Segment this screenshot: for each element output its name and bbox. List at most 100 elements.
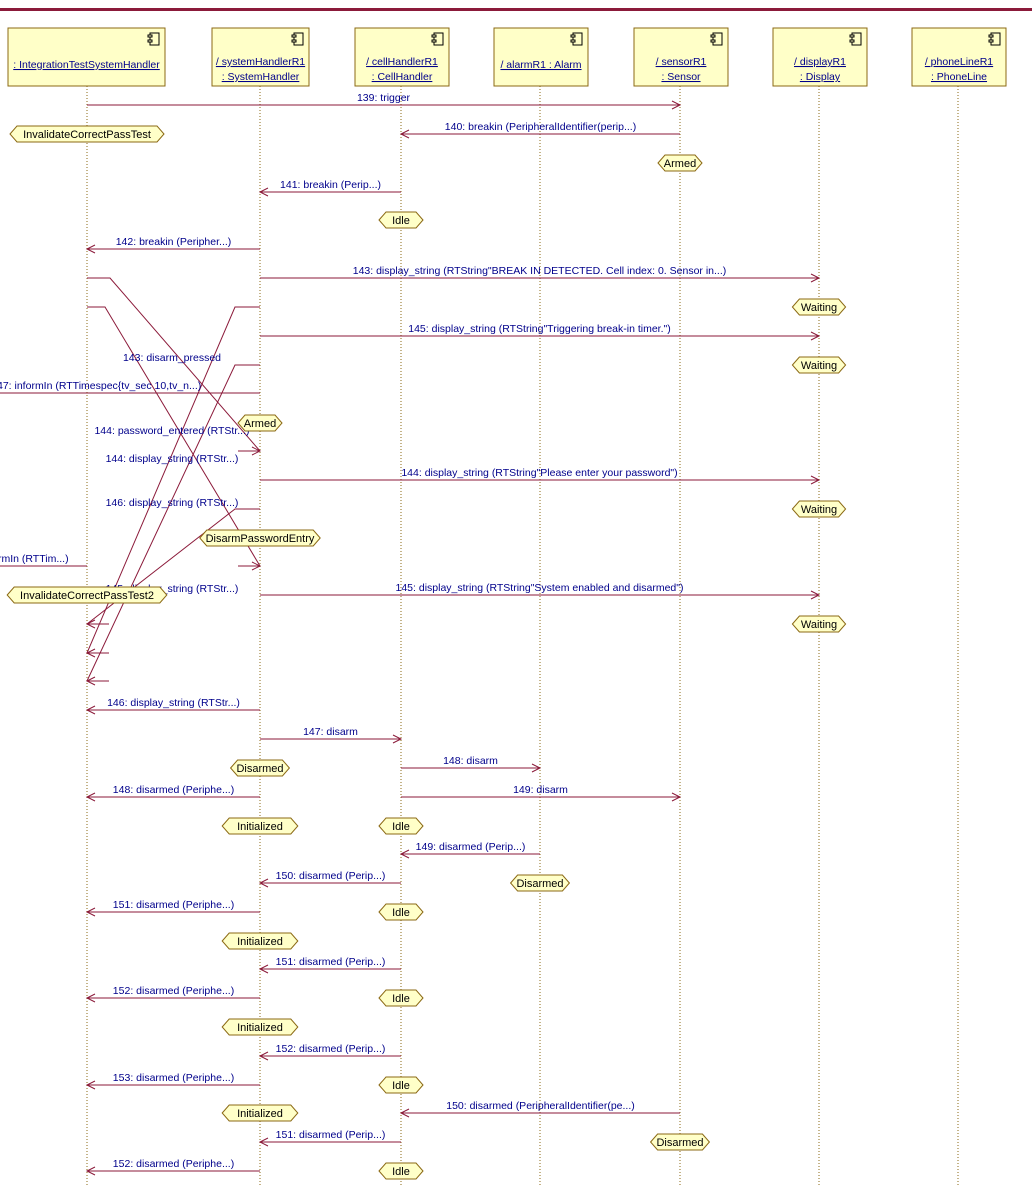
lifeline-head-box bbox=[911, 27, 1007, 87]
lifeline-head-sys[interactable]: / systemHandlerR1: SystemHandler bbox=[211, 27, 310, 87]
state-hexagon bbox=[221, 932, 299, 950]
state-marker: Idle bbox=[378, 989, 424, 1007]
crossing-message[interactable] bbox=[85, 508, 260, 629]
state-marker: Waiting bbox=[791, 500, 847, 518]
arrowhead bbox=[399, 1108, 410, 1118]
state-marker: Idle bbox=[378, 903, 424, 921]
arrowhead bbox=[85, 648, 96, 658]
state-hexagon bbox=[378, 989, 424, 1007]
lifeline-head-cell[interactable]: / cellHandlerR1: CellHandler bbox=[354, 27, 450, 87]
message[interactable]: 143: display_string (RTString"BREAK IN D… bbox=[260, 265, 821, 283]
message-label: 145: display_string (RTString"System ena… bbox=[396, 582, 684, 594]
state-hexagon bbox=[221, 817, 299, 835]
crossing-message-label: 144: password_entered (RTStr...) bbox=[94, 425, 249, 437]
state-hexagon bbox=[791, 356, 847, 374]
state-hexagon bbox=[791, 298, 847, 316]
message-label: 148: disarm bbox=[443, 755, 498, 767]
state-hexagon bbox=[221, 1018, 299, 1036]
state-marker: Idle bbox=[378, 211, 424, 229]
message-label: 147: disarm bbox=[303, 726, 358, 738]
component-icon bbox=[433, 32, 444, 46]
lifeline-head-phone[interactable]: / phoneLineR1: PhoneLine bbox=[911, 27, 1007, 87]
message[interactable]: 144: display_string (RTString"Please ent… bbox=[260, 467, 821, 485]
state-hexagon bbox=[9, 125, 165, 143]
message[interactable]: 148: disarm bbox=[401, 755, 542, 773]
arrowhead bbox=[399, 849, 410, 859]
message[interactable]: 152: disarmed (Periphe...) bbox=[85, 985, 260, 1003]
message[interactable]: 152: disarmed (Periphe...) bbox=[85, 1158, 260, 1176]
arrowhead bbox=[85, 705, 96, 715]
state-label: Disarmed bbox=[236, 763, 283, 775]
component-icon-tab-bottom bbox=[988, 39, 994, 43]
state-label: Waiting bbox=[801, 302, 837, 314]
message[interactable]: 149: disarmed (Perip...) bbox=[399, 841, 540, 859]
arrowhead bbox=[810, 331, 821, 341]
message-label: 142: breakin (Peripher...) bbox=[116, 236, 232, 248]
component-icon-tab-top bbox=[147, 34, 153, 38]
message[interactable]: 151: disarmed (Perip...) bbox=[258, 956, 401, 974]
message[interactable]: 151: disarmed (Periphe...) bbox=[85, 899, 260, 917]
component-icon-tab-top bbox=[291, 34, 297, 38]
state-label: Disarmed bbox=[656, 1137, 703, 1149]
message[interactable]: 146: display_string (RTStr...) bbox=[85, 697, 260, 715]
state-label: InvalidateCorrectPassTest2 bbox=[20, 590, 154, 602]
message-label: 145: display_string (RTString"Triggering… bbox=[408, 323, 670, 335]
lifeline-head-box bbox=[7, 27, 166, 87]
message[interactable]: 139: trigger bbox=[87, 92, 682, 110]
component-icon bbox=[293, 32, 304, 46]
state-label: Idle bbox=[392, 1080, 410, 1092]
lifeline-head-box bbox=[354, 27, 450, 87]
lifeline-head-box bbox=[211, 27, 310, 87]
state-label: InvalidateCorrectPassTest bbox=[23, 129, 151, 141]
state-hexagon bbox=[378, 903, 424, 921]
state-hexagon bbox=[6, 586, 168, 604]
state-hexagon bbox=[378, 817, 424, 835]
crossing-message[interactable] bbox=[85, 306, 260, 658]
arrowhead bbox=[810, 590, 821, 600]
message[interactable]: 151: disarmed (Perip...) bbox=[258, 1129, 401, 1147]
lifeline-type: : Display bbox=[800, 71, 841, 83]
crossing-message[interactable] bbox=[87, 306, 262, 571]
component-icon bbox=[572, 32, 583, 46]
message[interactable]: 140: breakin (PeripheralIdentifier(perip… bbox=[399, 121, 680, 139]
lifeline-head-sensor[interactable]: / sensorR1: Sensor bbox=[633, 27, 729, 87]
component-icon-tab-bottom bbox=[291, 39, 297, 43]
state-hexagon bbox=[378, 1162, 424, 1180]
arrowhead bbox=[85, 244, 96, 254]
lifeline-head-display[interactable]: / displayR1: Display bbox=[772, 27, 868, 87]
message-label: 153: disarmed (Periphe...) bbox=[113, 1072, 234, 1084]
lifeline-head-alarm[interactable]: / alarmR1 : Alarm bbox=[493, 27, 589, 87]
state-hexagon bbox=[791, 500, 847, 518]
arrowhead bbox=[671, 792, 682, 802]
message[interactable]: 150: disarmed (Perip...) bbox=[258, 870, 401, 888]
message[interactable]: 142: breakin (Peripher...) bbox=[85, 236, 260, 254]
state-marker: Idle bbox=[378, 1076, 424, 1094]
message[interactable]: 145: display_string (RTString"Triggering… bbox=[260, 323, 821, 341]
state-marker: Armed bbox=[657, 154, 703, 172]
message[interactable]: 141: breakin (Perip...) bbox=[258, 179, 401, 197]
message-label: 149: disarmed (Perip...) bbox=[416, 841, 526, 853]
message-label: 151: disarmed (Perip...) bbox=[276, 956, 386, 968]
state-marker: Disarmed bbox=[649, 1133, 711, 1151]
arrowhead bbox=[258, 878, 269, 888]
message[interactable]: 153: disarmed (Periphe...) bbox=[85, 1072, 260, 1090]
state-hexagon bbox=[378, 211, 424, 229]
state-marker: Disarmed bbox=[229, 759, 291, 777]
state-label: Waiting bbox=[801, 504, 837, 516]
message[interactable]: 152: disarmed (Perip...) bbox=[258, 1043, 401, 1061]
message[interactable]: 145: display_string (RTString"System ena… bbox=[260, 582, 821, 600]
lifeline-type: : Sensor bbox=[661, 71, 701, 83]
arrowhead bbox=[258, 1051, 269, 1061]
message[interactable]: 150: disarmed (PeripheralIdentifier(pe..… bbox=[399, 1100, 680, 1118]
component-icon bbox=[712, 32, 723, 46]
lifeline-head-test[interactable]: : IntegrationTestSystemHandler bbox=[7, 27, 166, 87]
component-icon-tab-top bbox=[988, 34, 994, 38]
message[interactable]: 147: disarm bbox=[260, 726, 403, 744]
arrowhead bbox=[85, 676, 96, 686]
message[interactable]: 148: disarmed (Periphe...) bbox=[85, 784, 260, 802]
lifeline-title: : IntegrationTestSystemHandler bbox=[13, 59, 160, 71]
message[interactable]: 149: disarm bbox=[401, 784, 682, 802]
crossing-message[interactable] bbox=[85, 364, 260, 686]
message-label: 152: disarmed (Periphe...) bbox=[113, 985, 234, 997]
